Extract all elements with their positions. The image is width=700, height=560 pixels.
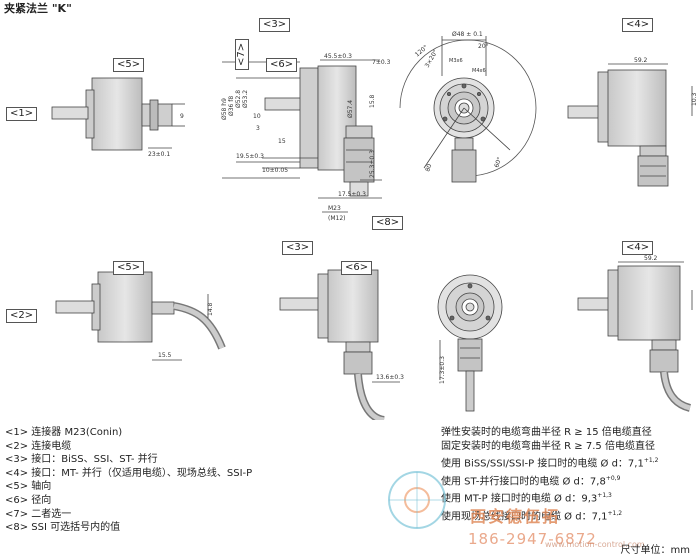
view-tag-4-top: <4>	[622, 18, 654, 32]
view-radial-cable	[279, 269, 400, 420]
legend-item-6: <6> 径向	[5, 494, 52, 506]
dim-10-05: 10±0.05	[262, 167, 288, 174]
dim-120: 120°	[414, 44, 430, 59]
dim-58: Ø58 h9	[221, 98, 228, 120]
note-5: 使用 MT-P 接口时的电缆 Ø d：9,3+1,3	[441, 492, 612, 505]
dim-52: Ø52.8	[235, 90, 242, 108]
dim-m12: (M12)	[328, 215, 346, 222]
view-front-cable	[437, 274, 503, 412]
dim-20: 20°	[478, 43, 489, 50]
dim-45-5: 45.5±0.3	[324, 53, 352, 60]
dim-m3: M3x6	[449, 58, 463, 64]
dim-15-8: 15.8	[369, 94, 376, 108]
dim-59-2-top: 59.2	[634, 57, 648, 64]
dim-13-6: 13.6±0.3	[376, 374, 404, 381]
view-tag-5-bottom: <5>	[113, 261, 145, 275]
view-tag-4-bottom: <4>	[622, 241, 654, 255]
view-tag-3-bottom: <3>	[282, 241, 314, 255]
legend-item-3: <3> 接口：BiSS、SSI、ST- 并行	[5, 454, 158, 466]
dim-10: 10	[253, 113, 261, 120]
view-tag-6-top: <6>	[266, 58, 298, 72]
watermark-brand: 西安德伍拓	[470, 507, 561, 526]
dim-15: 15	[278, 138, 286, 145]
note-6: 使用现场总线接口时的电缆 Ø d：7,1+1,2	[441, 510, 623, 523]
watermark-url: www.motion-control.com	[545, 540, 645, 549]
note-1: 弹性安装时的电缆弯曲半径 R ≥ 15 倍电缆直径	[441, 427, 652, 438]
note-3-tolerance: +1,2	[643, 457, 659, 465]
dim-19-5: 19.5±0.3	[236, 153, 264, 160]
view-tag-1-side: <1>	[6, 107, 38, 121]
dim-10-3: 10.3	[691, 92, 698, 106]
dim-25-3: 25.3±0.3	[369, 150, 376, 178]
legend-item-1: <1> 连接器 M23(Conin)	[5, 427, 123, 438]
dim-m4: M4x6	[472, 68, 486, 74]
note-2: 固定安装时的电缆弯曲半径 R ≥ 7.5 倍电缆直径	[441, 441, 655, 453]
view-radial-cable-top	[567, 63, 693, 187]
dim-17-3: 17.3±0.3	[439, 356, 446, 384]
dim-23: 23±0.1	[148, 151, 170, 158]
legend: <1> 连接器 M23(Conin) <2> 连接电缆 <3> 接口：BiSS、…	[5, 426, 252, 535]
legend-item-7: <7> 二者选一	[5, 508, 72, 520]
note-3: 使用 BiSS/SSI/SSI-P 接口时的电缆 Ø d：7,1+1,2	[441, 457, 659, 470]
view-axial-connector	[51, 77, 185, 151]
view-front-flange	[399, 36, 537, 183]
view-tag-3-top: <3>	[259, 18, 291, 32]
cable-notes: 弹性安装时的电缆弯曲半径 R ≥ 15 倍电缆直径 固定安装时的电缆弯曲半径 R…	[441, 426, 658, 525]
legend-item-2: <2> 连接电缆	[5, 440, 72, 452]
dim-3: 3	[256, 125, 260, 132]
view-tag-2-side: <2>	[6, 309, 38, 323]
note-4: 使用 ST-并行接口时的电缆 Ø d：7,8+0,9	[441, 474, 621, 488]
watermark-phone: 186-2947-6872	[468, 530, 597, 548]
legend-item-4: <4> 接口：MT- 并行（仅适用电缆）、现场总线、SSI-P	[5, 467, 253, 479]
view-tag-7-top: <7>	[235, 38, 249, 70]
note-5-tolerance: +1,3	[597, 492, 612, 500]
watermark-logo-icon	[388, 471, 446, 529]
note-6-tolerance: +1,2	[607, 510, 623, 517]
legend-item-8: <8> SSI 可选括号内的值	[5, 522, 121, 534]
unit-label: 尺寸单位：mm	[620, 545, 690, 556]
dim-80: 80	[424, 163, 433, 173]
legend-item-5: <5> 轴向	[5, 481, 52, 493]
technical-drawing: 23±0.1 9 45.5±0.3 7±0.3 Ø58 h9 Ø36 f8 Ø5…	[51, 31, 698, 420]
dim-9: 9	[180, 113, 184, 120]
dim-14-8: 14.8	[207, 302, 214, 316]
view-radial-cable-bottom	[577, 261, 693, 412]
dim-53: Ø53.2	[242, 90, 249, 108]
dim-36: Ø36 f8	[228, 96, 235, 116]
dim-17-5: 17.5±0.3	[338, 191, 366, 198]
view-tag-5-top: <5>	[113, 58, 145, 72]
view-radial-connector	[222, 59, 382, 213]
dim-59-2-bot: 59.2	[644, 255, 658, 262]
dim-15-5: 15.5	[158, 352, 172, 359]
dim-48: Ø48 ± 0.1	[452, 31, 483, 38]
view-tag-8-top: <8>	[372, 216, 404, 230]
dim-57: Ø57.4	[347, 100, 354, 118]
dim-m23: M23	[328, 205, 341, 212]
view-tag-6-bottom: <6>	[341, 261, 373, 275]
dim-60: 60°	[493, 156, 503, 168]
page-title: 夹紧法兰 "K"	[4, 2, 72, 15]
note-4-tolerance: +0,9	[605, 474, 621, 482]
dim-7: 7±0.3	[372, 59, 391, 66]
view-axial-cable	[55, 271, 226, 361]
